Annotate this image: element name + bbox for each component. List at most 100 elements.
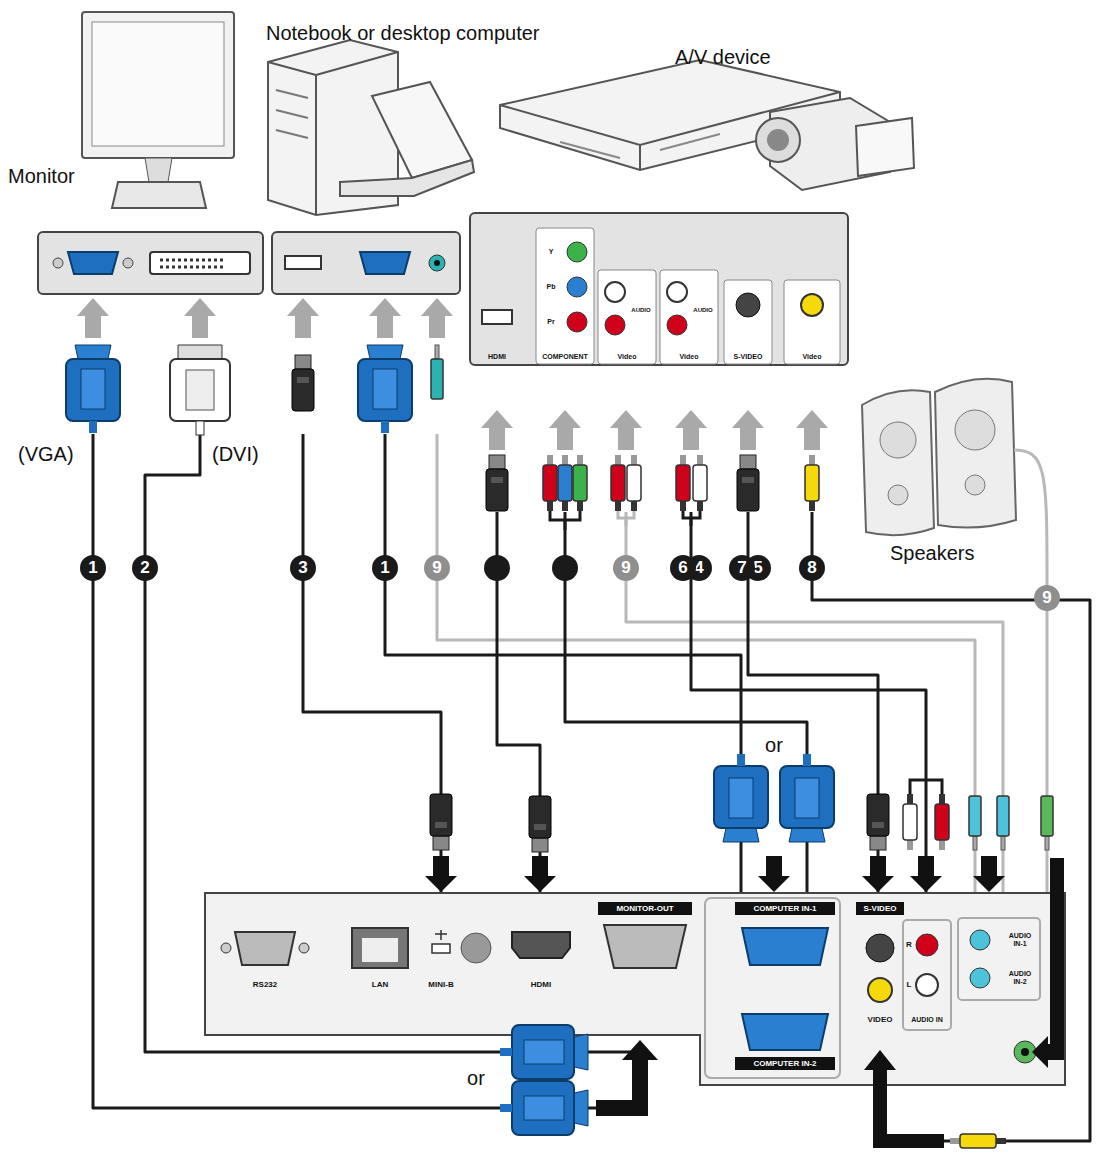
port-label: AUDIO IN-2 (1005, 970, 1035, 985)
av-port-panel (736, 293, 760, 317)
projector-plugs (935, 794, 949, 850)
projector-plugs (425, 754, 1064, 1148)
projector-panel (352, 928, 408, 968)
projector-plugs (529, 796, 551, 852)
device-plugs (421, 298, 453, 338)
device-plugs (186, 370, 214, 410)
device-plugs (558, 455, 572, 511)
monitor-illustration (82, 12, 234, 158)
cable-label: or (765, 734, 783, 756)
device-plugs (611, 455, 625, 511)
projector-plugs (758, 856, 790, 892)
port-label: Pr (547, 318, 554, 326)
projector-panel (362, 938, 398, 962)
projector-plugs (903, 794, 917, 850)
device-plugs (66, 298, 828, 581)
projector-panel (432, 944, 450, 953)
projector-plugs (714, 754, 768, 842)
av-port-panel (667, 315, 687, 335)
device-plugs (292, 355, 314, 411)
port-label: MINI-B (428, 981, 453, 990)
callout-number: 9 (424, 555, 450, 581)
projector-plugs (1032, 858, 1064, 1068)
device-plugs (805, 455, 819, 511)
device-plugs (481, 410, 513, 450)
projector-panel (512, 932, 570, 958)
port-label: COMPUTER IN-1 (753, 905, 816, 914)
projector-panel (856, 902, 904, 915)
projector-panel (916, 934, 938, 956)
av-port-panel (567, 277, 587, 297)
cable-label: (DVI) (212, 443, 259, 465)
monitor-illustration (112, 182, 206, 208)
speakers-illustration (955, 410, 995, 450)
port-label: Pb (547, 283, 556, 291)
device-plugs (170, 359, 230, 421)
monitor-port-panel (123, 258, 133, 268)
device-plugs (486, 455, 508, 511)
monitor-illustration (82, 12, 234, 208)
projector-panel (1021, 1048, 1029, 1056)
projector-panel (735, 1057, 835, 1070)
projector-connector-panel: RS232LANMINI-BHDMIMONITOR-OUTCOMPUTER IN… (205, 893, 1065, 1085)
monitor-port-panel (160, 259, 225, 262)
cable-label: or (467, 1067, 485, 1089)
device-heading: Speakers (890, 542, 975, 564)
device-plugs (737, 455, 759, 511)
projector-panel (705, 898, 840, 1078)
projector-panel (235, 932, 295, 965)
projector-plugs (430, 794, 452, 850)
projector-panel (866, 934, 894, 962)
port-label: S-VIDEO (864, 905, 897, 914)
av-port-panel (724, 280, 772, 364)
port-label: COMPUTER IN-2 (753, 1060, 816, 1069)
projector-plugs (524, 856, 556, 892)
device-plugs (196, 421, 204, 435)
callout-number: 8 (799, 555, 825, 581)
computer-port-panel (429, 255, 445, 271)
cable (437, 434, 975, 893)
device-group: A/V device (465, 40, 850, 512)
port-label: VIDEO (868, 1016, 893, 1025)
device-plugs (549, 410, 581, 450)
device-plugs (358, 345, 412, 433)
av-device-illustration (767, 129, 789, 151)
projector-panel (604, 925, 686, 968)
projector-plugs (500, 1081, 588, 1135)
device-plugs (610, 410, 642, 450)
speakers-illustration (935, 379, 1016, 528)
port-label: LAN (372, 981, 388, 990)
device-plugs (683, 511, 700, 526)
monitor-port-panel (38, 232, 263, 294)
port-label: Video (618, 353, 637, 361)
projector-plugs (500, 1025, 588, 1079)
cable-label: (VGA) (18, 443, 74, 465)
av-port-panel (667, 282, 687, 302)
projector-plugs (1041, 796, 1053, 850)
callout-number: 7 (729, 555, 755, 581)
projector-plugs (973, 856, 1005, 892)
projector-panel (742, 1014, 828, 1050)
port-label: HDMI (531, 981, 551, 990)
port-label: HDMI (488, 353, 506, 361)
callout-number: 9 (613, 555, 639, 581)
port-label: COMPONENT (542, 353, 588, 361)
device-plugs (184, 298, 216, 338)
speakers-illustration (880, 422, 916, 458)
callout-number: 1 (372, 555, 398, 581)
projector-panel (435, 930, 447, 940)
av-device-illustration (500, 92, 840, 170)
cable (626, 512, 1003, 893)
projector-plugs (862, 856, 894, 892)
device-plugs (796, 410, 828, 450)
projector-panel (735, 902, 835, 915)
projector-panel (958, 918, 1040, 1000)
device-plugs (77, 298, 109, 338)
port-label: AUDIO IN (911, 1016, 943, 1024)
projector-plugs (910, 856, 942, 892)
projector-plugs (596, 1040, 658, 1116)
port-label: RS232 (253, 981, 277, 990)
device-group: Speakers (860, 370, 1090, 572)
monitor-port-panel (68, 252, 118, 274)
